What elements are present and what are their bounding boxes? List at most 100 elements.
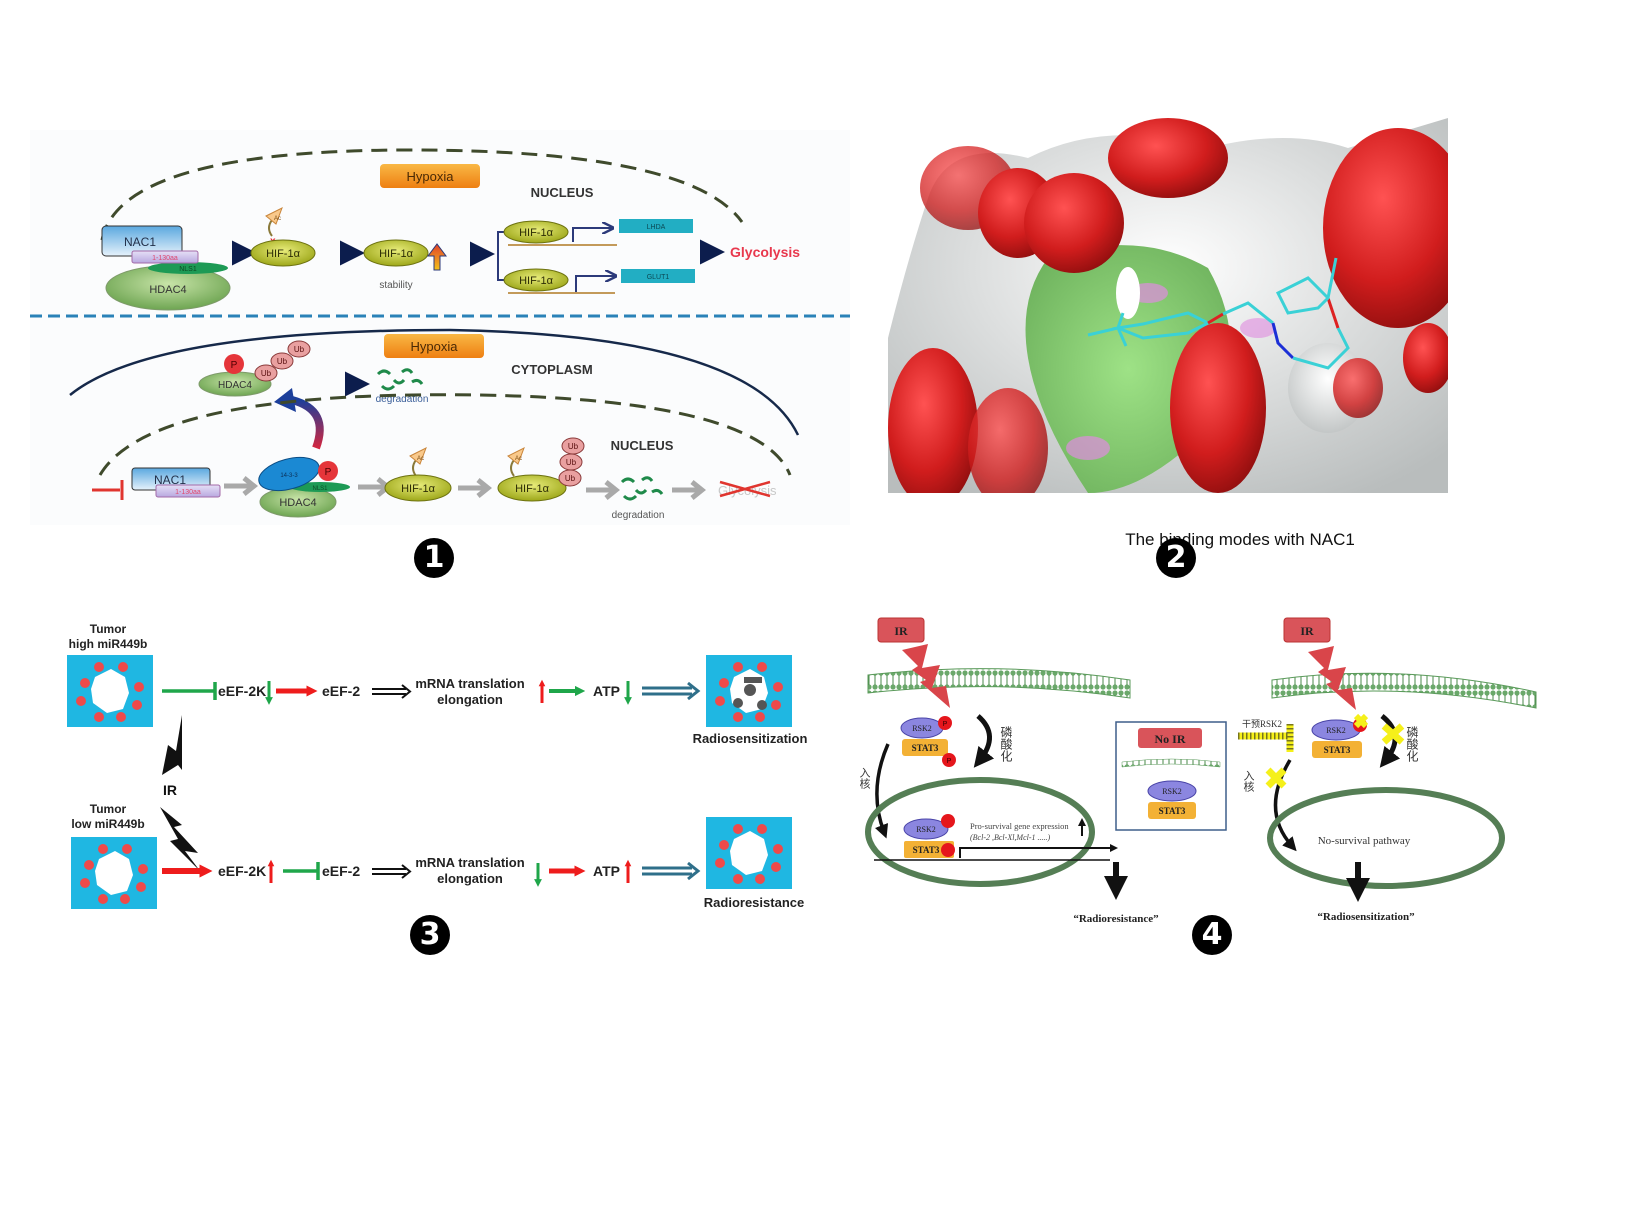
ir-bolt-right-icon xyxy=(1308,646,1356,710)
panel-1-hif-pathway: Hypoxia NUCLEUS HDAC4 NLS1 NAC1 1-130aa … xyxy=(30,130,850,525)
node-eef2-low: eEF-2 xyxy=(322,863,360,879)
svg-text:1-130aa: 1-130aa xyxy=(175,489,201,496)
inhibit-arrow-2 xyxy=(283,862,320,880)
nucleus-right xyxy=(1267,787,1505,889)
glycolysis-blocked: Glycolysis xyxy=(718,480,777,498)
svg-text:P: P xyxy=(947,758,952,765)
svg-text:HIF-1α: HIF-1α xyxy=(519,275,554,287)
tumor-high-image xyxy=(67,655,153,727)
ir-badge-right: IR xyxy=(1283,617,1331,643)
nuclear-entry-arrow-right xyxy=(1273,759,1297,852)
double-arrow-2 xyxy=(372,864,412,879)
svg-text:Ub: Ub xyxy=(261,369,272,378)
tumor-radiosensitized-image xyxy=(706,655,792,727)
hypoxia-badge-top: Hypoxia xyxy=(380,164,480,188)
node-eef2-high: eEF-2 xyxy=(322,683,360,699)
panel-3-eef2k-pathway: Tumor high miR449b eEF-2K eEF-2 mRNA tra… xyxy=(67,622,808,910)
nac1-hdac4-complex: HDAC4 NLS1 NAC1 1-130aa xyxy=(101,225,231,311)
svg-text:HDAC4: HDAC4 xyxy=(218,380,252,391)
cell-membrane-right xyxy=(1271,672,1537,709)
rsk2-stat3-left: RSK2 P STAT3 P xyxy=(900,716,956,767)
svg-text:GLUT1: GLUT1 xyxy=(647,274,670,281)
rsk2-stat3-right: RSK2 STAT3 xyxy=(1311,713,1369,758)
gene-expression-label: Pro-survival gene expression xyxy=(970,821,1069,831)
svg-text:Ub: Ub xyxy=(294,345,305,354)
panel-4-rsk2-stat3: IR RSK2 P STAT3 P 磷酸化 入核 RSK2 STAT3 Pro-… xyxy=(860,617,1537,925)
increase-arrow-icon xyxy=(427,243,447,271)
nuclear-entry-arrow-left xyxy=(874,743,890,839)
svg-text:NLS1: NLS1 xyxy=(312,486,328,492)
intervene-rsk2-label: 干预RSK2 xyxy=(1242,719,1282,729)
svg-text:NLS1: NLS1 xyxy=(179,266,197,273)
svg-text:mRNA translation: mRNA translation xyxy=(415,676,524,691)
svg-text:degradation: degradation xyxy=(376,394,429,405)
ligand-stick-model xyxy=(1087,257,1350,370)
blocked-x-icon xyxy=(1353,713,1369,729)
svg-text:RSK2: RSK2 xyxy=(912,724,932,733)
svg-text:Ub: Ub xyxy=(568,442,579,451)
tumor-high-title: Tumor xyxy=(90,622,127,636)
phosphorylation-label-left: 磷酸化 xyxy=(999,725,1013,763)
svg-text:Hypoxia: Hypoxia xyxy=(411,339,459,354)
svg-text:P: P xyxy=(231,360,238,371)
result-radiosensitization: Radiosensitization xyxy=(693,731,808,746)
ir-badge-left: IR xyxy=(877,617,925,643)
hdac4-ubiquitinated: HDAC4 P Ub Ub Ub xyxy=(198,340,311,397)
outcome-arrow-low xyxy=(642,861,701,881)
hif1a-node-2: HIF-1α xyxy=(363,239,429,267)
svg-text:14-3-3: 14-3-3 xyxy=(280,473,298,479)
svg-text:Ac: Ac xyxy=(515,456,522,462)
rsk2-stat3-nuclear: RSK2 STAT3 xyxy=(903,814,955,858)
cell-boundary-arc xyxy=(69,328,800,436)
svg-text:STAT3: STAT3 xyxy=(1324,745,1351,755)
svg-text:No IR: No IR xyxy=(1154,732,1185,746)
node-atp-low: ATP xyxy=(593,863,620,879)
tumor-radioresistant-image xyxy=(706,817,792,889)
svg-text:STAT3: STAT3 xyxy=(913,845,940,855)
outcome-arrow-high xyxy=(642,681,701,701)
svg-text:Ub: Ub xyxy=(566,458,577,467)
svg-text:RSK2: RSK2 xyxy=(1326,726,1346,735)
blocked-x-icon xyxy=(1265,767,1287,789)
svg-text:Ub: Ub xyxy=(277,357,288,366)
svg-text:HDAC4: HDAC4 xyxy=(279,497,316,509)
svg-text:mRNA translation: mRNA translation xyxy=(415,855,524,870)
hif1a-node-1: HIF-1α xyxy=(250,239,316,267)
ir-bolt-upper-icon xyxy=(162,715,182,775)
svg-text:P: P xyxy=(943,721,948,728)
svg-text:STAT3: STAT3 xyxy=(912,743,939,753)
tumor-low-title: Tumor xyxy=(90,802,127,816)
nucleus-left xyxy=(865,777,1095,887)
nucleus-boundary-top xyxy=(100,148,744,241)
svg-text:degradation: degradation xyxy=(612,510,665,521)
svg-text:P: P xyxy=(325,467,332,478)
svg-text:Ac: Ac xyxy=(417,456,424,462)
label-cytoplasm: CYTOPLASM xyxy=(511,362,592,377)
label-nucleus-bottom: NUCLEUS xyxy=(611,438,674,453)
svg-text:elongation: elongation xyxy=(437,692,503,707)
blocked-x-icon xyxy=(1381,723,1405,745)
no-survival-pathway-label: No-survival pathway xyxy=(1318,835,1411,847)
svg-text:STAT3: STAT3 xyxy=(1159,806,1186,816)
tumor-high-subtitle: high miR449b xyxy=(69,637,148,651)
tumor-low-subtitle: low miR449b xyxy=(71,817,144,831)
svg-text:RSK2: RSK2 xyxy=(916,825,936,834)
nuclear-entry-label-right: 入核 xyxy=(1242,770,1255,793)
node-atp-high: ATP xyxy=(593,683,620,699)
no-ir-inset: No IR RSK2 STAT3 xyxy=(1115,721,1227,831)
svg-text:NAC1: NAC1 xyxy=(154,473,186,487)
svg-text:LHDA: LHDA xyxy=(647,224,666,231)
nac1-complex-bottom: NAC1 1-130aa xyxy=(131,467,221,498)
double-arrow-1 xyxy=(372,684,412,699)
degradation-fragments-1: degradation xyxy=(376,368,429,405)
hif1a-ubiquitinated: Ac HIF-1α Ub Ub Ub xyxy=(497,437,585,502)
phosphorylation-label-right: 磷酸化 xyxy=(1405,725,1419,763)
panel-2-caption: The binding modes with NAC1 xyxy=(1125,530,1355,549)
glycolysis-label: Glycolysis xyxy=(730,244,800,260)
hif1a-acetylated-1: Ac HIF-1α xyxy=(384,446,452,502)
inhibit-arrow-1 xyxy=(162,682,217,700)
phosphorylation-arrow-left xyxy=(973,714,995,768)
svg-text:IR: IR xyxy=(894,624,908,638)
panel-number-1: 1 xyxy=(414,538,454,578)
svg-text:HIF-1α: HIF-1α xyxy=(401,483,436,495)
